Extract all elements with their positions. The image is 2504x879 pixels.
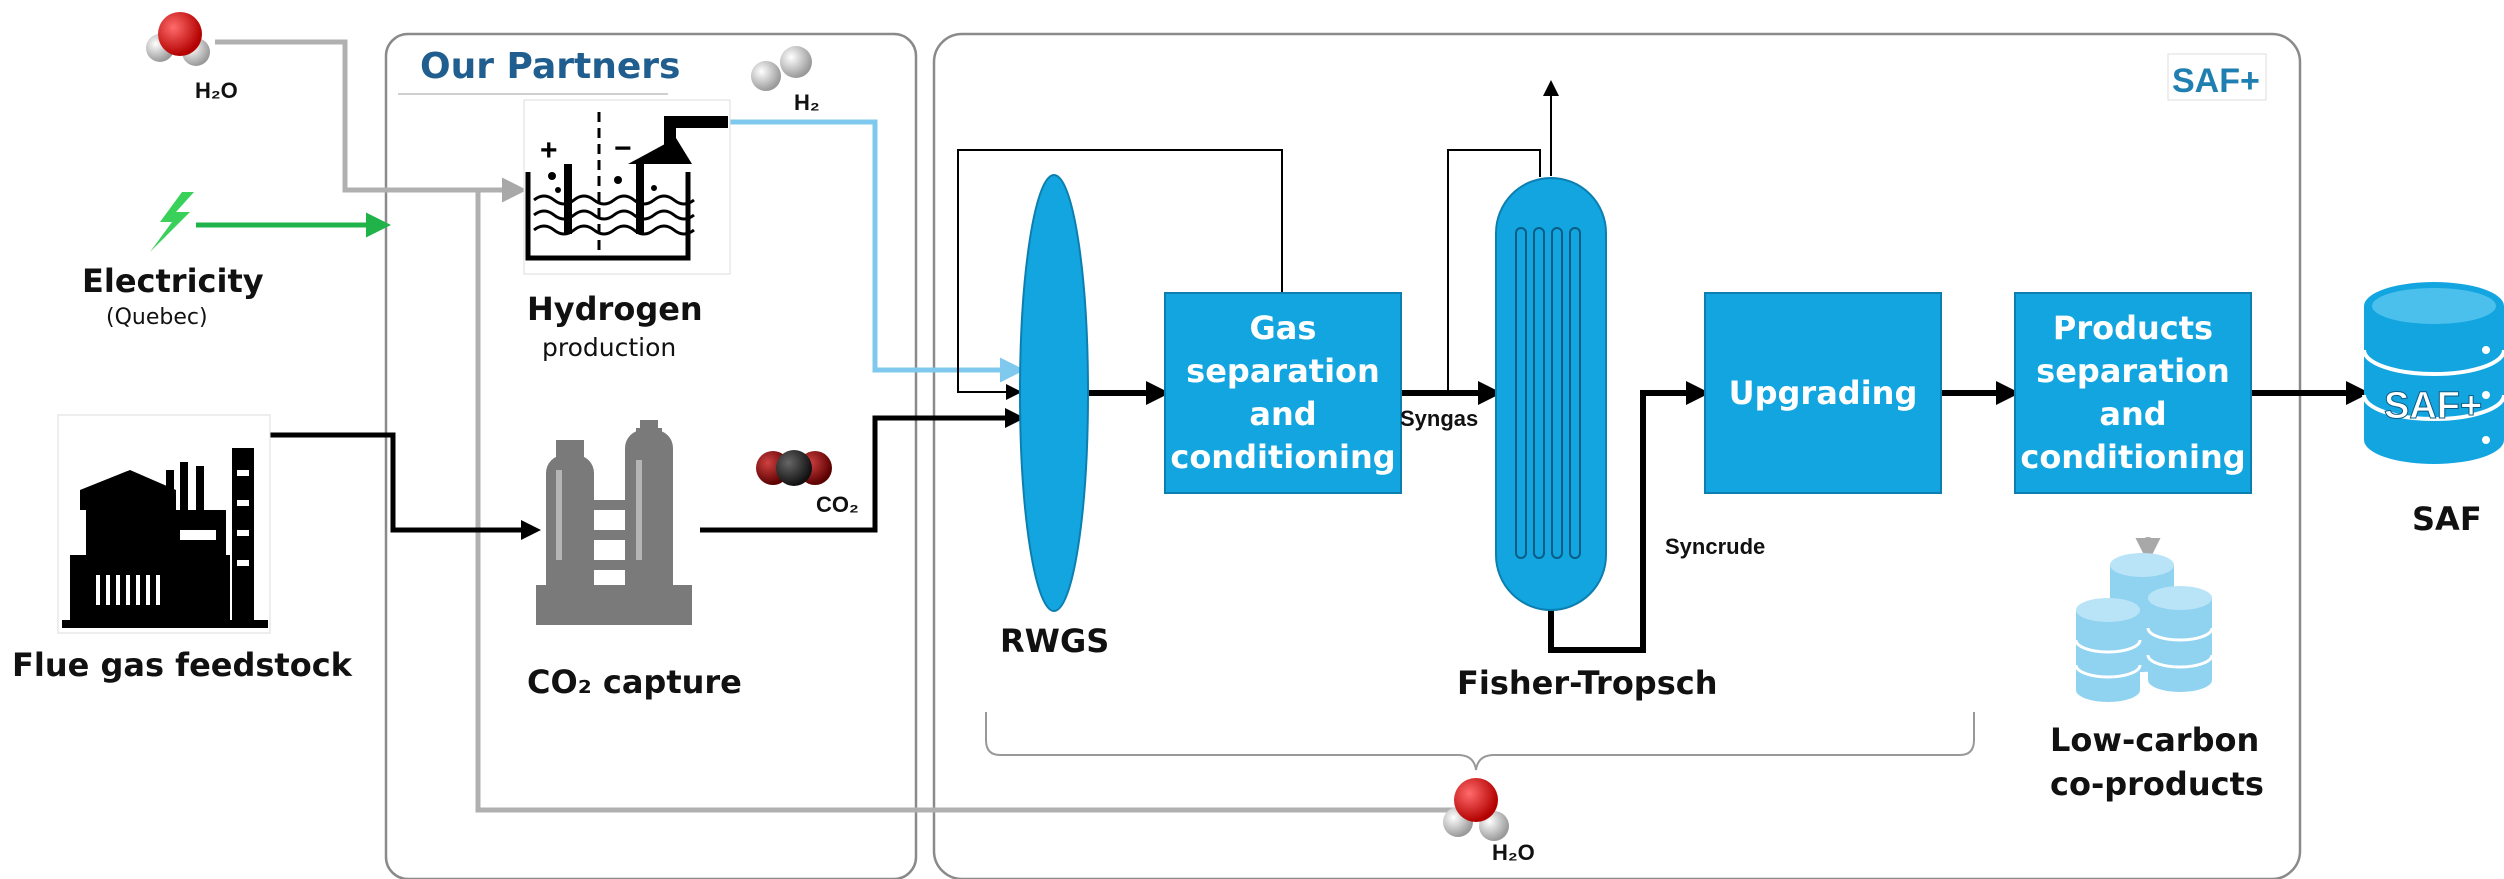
flue-gas-line — [248, 432, 541, 540]
co2-label: CO₂ — [816, 492, 859, 517]
flue-gas-label: Flue gas feedstock — [12, 646, 352, 684]
svg-text:−: − — [614, 132, 632, 165]
water-label-bottom: H₂O — [1492, 840, 1535, 865]
rwgs-recycle-line — [957, 149, 1283, 400]
upgrading-box: Upgrading — [1704, 292, 1942, 494]
syncrude-label: Syncrude — [1665, 534, 1766, 559]
electrolyser-icon: + − — [523, 99, 731, 275]
low-carbon-label: Low-carbon — [2050, 721, 2260, 759]
hydrogen-label: Hydrogen — [527, 290, 703, 328]
syngas-label: Syngas — [1400, 406, 1479, 431]
process-panel — [932, 32, 2302, 879]
saf-label: SAF — [2412, 500, 2482, 538]
saf-database-logo-text: SAF+ — [2384, 385, 2482, 427]
our-partners-title: Our Partners — [420, 46, 681, 87]
co2-capture-label: CO₂ capture — [527, 663, 742, 701]
products-separation-box: Products separation and conditioning — [2014, 292, 2252, 494]
hydrogen-production-label: production — [542, 333, 677, 362]
hydrogen-molecule-icon — [751, 46, 812, 91]
rwgs-reactor — [1019, 174, 1089, 612]
factory-icon — [57, 414, 271, 634]
electricity-label: Electricity — [82, 262, 264, 300]
gas-separation-box: Gas separation and conditioning — [1164, 292, 1402, 494]
co-products-label: co-products — [2050, 765, 2264, 803]
saf-plus-logo: SAF+ — [2167, 53, 2267, 101]
co2-molecule-icon — [756, 450, 832, 486]
partners-title-underline — [398, 93, 668, 95]
electricity-region-label: (Quebec) — [106, 305, 208, 330]
co2-capture-plant-icon — [536, 420, 692, 625]
water-label-top: H₂O — [195, 78, 238, 103]
process-brace — [985, 712, 1975, 771]
water-molecule-top-icon — [146, 12, 210, 66]
co2-line — [700, 408, 1025, 533]
ft-recycle-line — [1447, 149, 1541, 393]
partners-panel — [384, 32, 918, 879]
fischer-tropsch-label: Fisher-Tropsch — [1457, 664, 1718, 702]
svg-text:+: + — [540, 134, 558, 167]
co-products-database-icon — [2074, 553, 2214, 702]
fischer-tropsch-reactor — [1495, 177, 1607, 611]
h2-label: H₂ — [794, 90, 820, 115]
main-flow-arrows — [1088, 381, 2370, 653]
saf-plus-logo-text: SAF+ — [2172, 62, 2260, 100]
h2-line — [730, 119, 1025, 383]
rwgs-label: RWGS — [1000, 622, 1110, 660]
lightning-bolt-icon — [150, 192, 194, 252]
saf-database-icon: SAF+ — [2362, 282, 2504, 464]
water-molecule-bottom-icon — [1443, 778, 1509, 841]
